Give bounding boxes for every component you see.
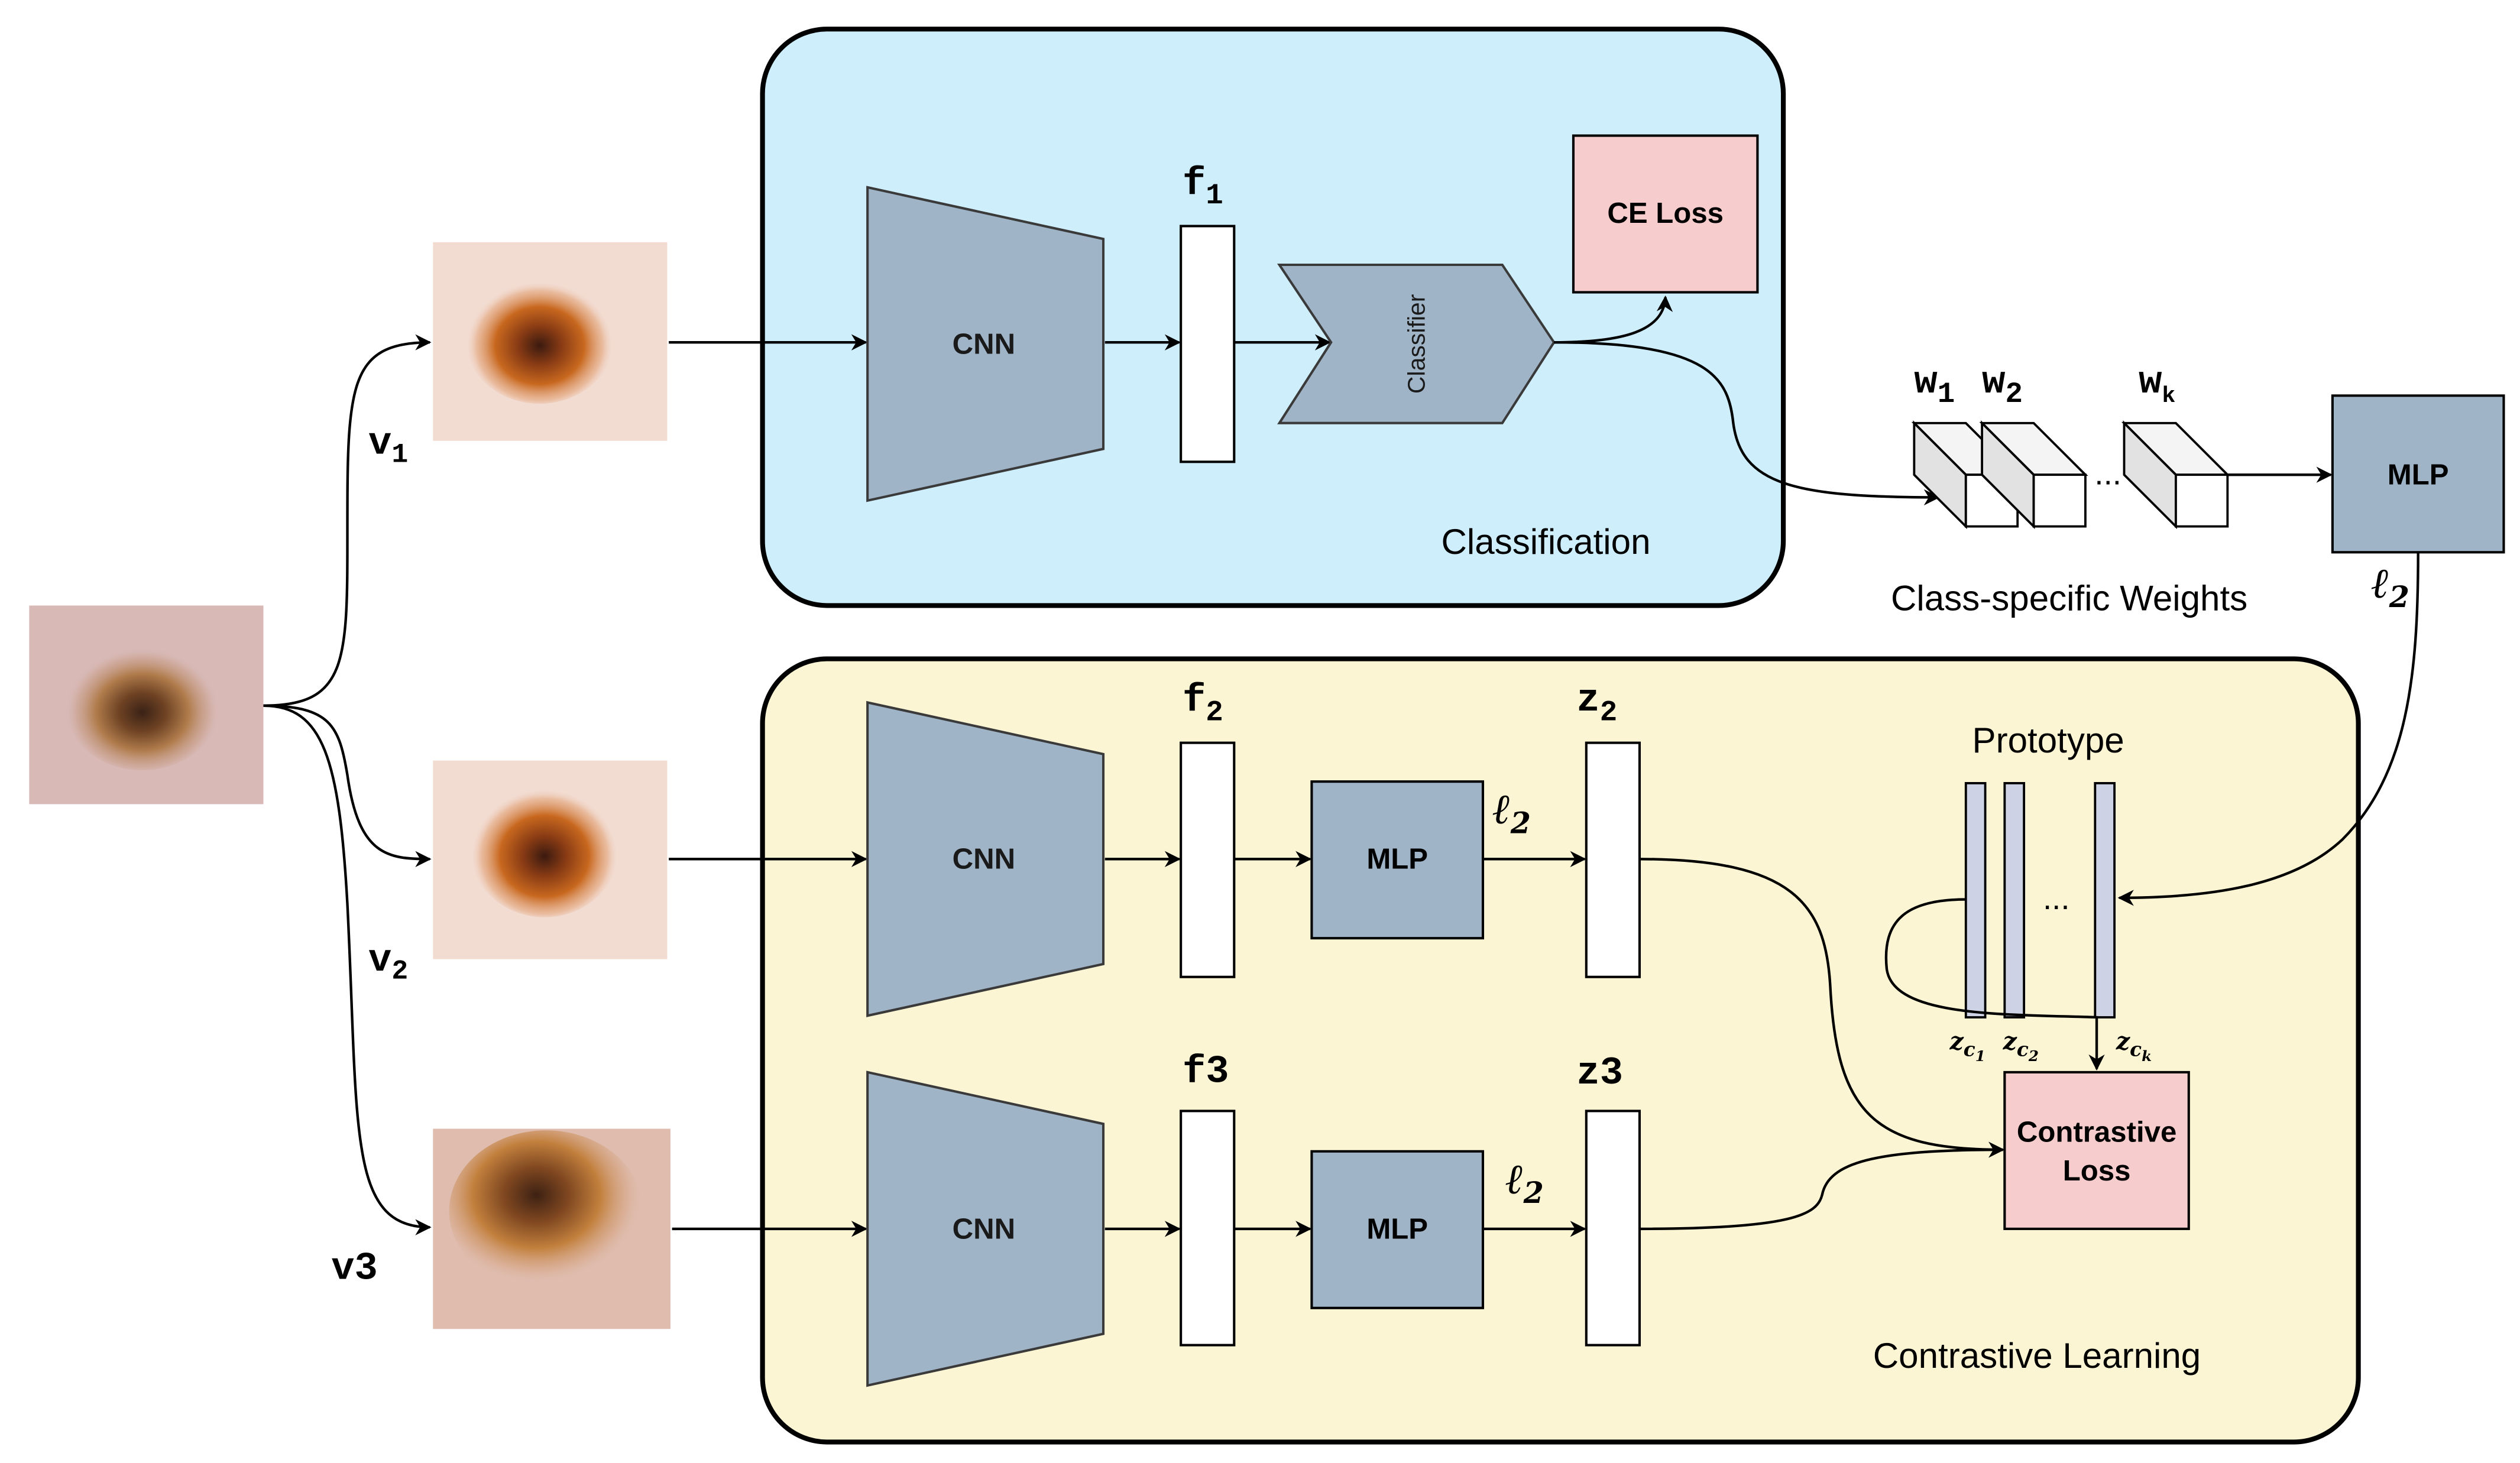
prototype-zck	[2094, 782, 2116, 1018]
contrastive-title: Contrastive Learning	[1873, 1336, 2201, 1376]
arrow-prototype-to-contrastive-loss	[1884, 898, 2105, 1071]
ce-loss-box	[1572, 134, 1759, 294]
prototype-ellipsis: ...	[2043, 880, 2070, 916]
arrow-classifier-to-weights	[1554, 340, 1941, 506]
view-image-2	[433, 760, 668, 959]
mlp-projector-2	[1310, 780, 1485, 940]
arrow-mlp-to-prototype	[2117, 552, 2419, 906]
prototype-label-zck: zck	[2116, 1027, 2152, 1065]
norm-label-2: ℓ2	[1492, 784, 1531, 840]
classification-title: Classification	[1442, 522, 1651, 562]
branch-arrow-v2	[263, 704, 432, 867]
view-image-3	[433, 1128, 671, 1329]
weight-label-wk: wk	[2139, 360, 2175, 409]
weight-label-w1: w1	[1914, 360, 1955, 411]
cnn-encoder-3: CNN	[866, 1071, 1105, 1387]
mlp-label-3: MLP	[1366, 1212, 1428, 1245]
contrastive-loss-label: Contrastive	[2017, 1115, 2176, 1148]
embedding-z3	[1585, 1110, 1641, 1347]
view-label-v2: v2	[368, 938, 408, 987]
svg-text:Classifier: Classifier	[1403, 294, 1430, 394]
feature-f3	[1180, 1110, 1236, 1347]
norm-label-weights: ℓ2	[2371, 558, 2409, 614]
contrastive-loss-box	[2003, 1071, 2190, 1230]
feature-f2	[1180, 741, 1236, 978]
view-label-v3: v3	[331, 1247, 378, 1291]
arrow-z2-to-contrastive-loss	[1639, 858, 2005, 1158]
feature-label-f1: f1	[1183, 161, 1223, 212]
prototype-zc2	[2003, 782, 2026, 1018]
prototype-label-zc1: zc1	[1949, 1027, 1985, 1065]
input-image	[29, 605, 264, 805]
feature-label-f2: f2	[1183, 678, 1223, 729]
view-label-v1: v1	[368, 421, 408, 471]
view-image-1	[433, 242, 668, 441]
weight-cube-w2	[1979, 420, 2088, 530]
prototype-title: Prototype	[1972, 721, 2124, 760]
branch-arrow-v1	[263, 334, 432, 707]
mlp-weights	[2331, 394, 2505, 554]
svg-text:CNN: CNN	[953, 1212, 1016, 1245]
norm-label-3: ℓ2	[1505, 1154, 1544, 1210]
arrow-z3-to-contrastive-loss	[1639, 1148, 2003, 1231]
cnn-encoder-2: CNN	[866, 700, 1105, 1017]
prototype-label-zc2: zc2	[2003, 1027, 2039, 1065]
embedding-label-z2: z2	[1576, 678, 1617, 729]
cnn-encoder-1: CNN	[866, 186, 1105, 502]
svg-text:CNN: CNN	[953, 843, 1016, 875]
contrastive-loss-label-2: Loss	[2063, 1154, 2131, 1187]
mlp-projector-3	[1310, 1150, 1485, 1309]
ce-loss-label: CE Loss	[1607, 197, 1724, 229]
weight-label-w2: w2	[1982, 360, 2023, 411]
classifier-block: Classifier	[1277, 263, 1556, 424]
weight-cube-wk	[2121, 420, 2230, 530]
branch-arrow-v3	[263, 704, 432, 1235]
mlp-label-2: MLP	[1366, 843, 1428, 875]
feature-label-f3: f3	[1183, 1049, 1229, 1094]
prototype-zc1	[1964, 782, 1987, 1018]
weights-ellipsis: ...	[2094, 456, 2121, 492]
weights-caption: Class-specific Weights	[1891, 579, 2247, 618]
mlp-weights-label: MLP	[2388, 459, 2449, 491]
svg-text:CNN: CNN	[953, 327, 1016, 360]
feature-f1	[1180, 225, 1236, 463]
embedding-label-z3: z3	[1576, 1051, 1623, 1095]
contrastive-panel	[760, 656, 2361, 1445]
embedding-z2	[1585, 741, 1641, 978]
